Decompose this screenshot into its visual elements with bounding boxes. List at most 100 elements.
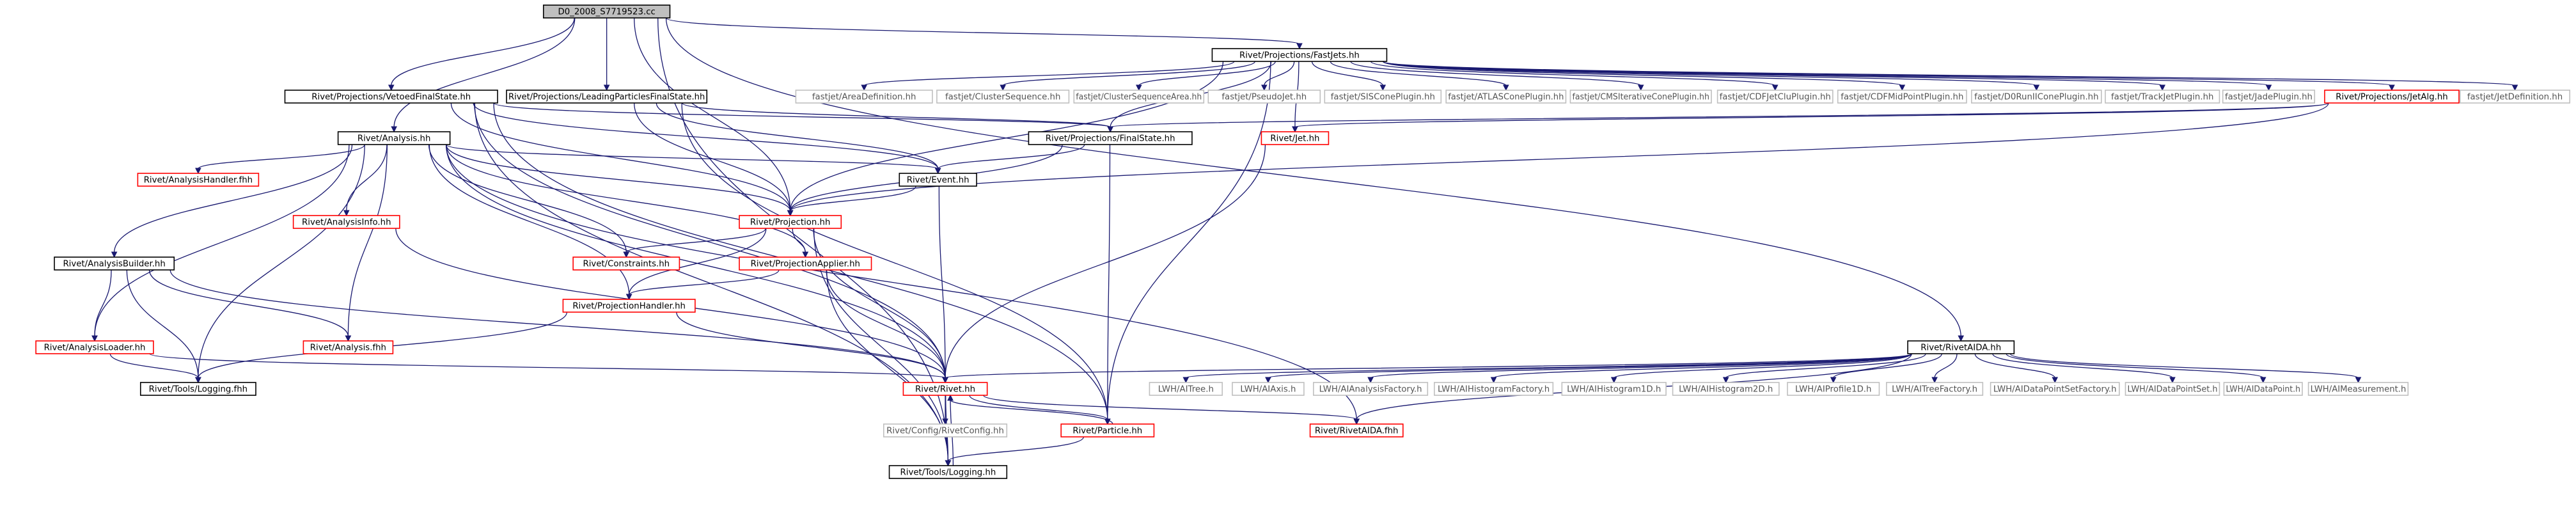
edge-vetoed-to-event (473, 102, 941, 175)
node-lwhprof[interactable]: LWH/AIProfile1D.h (1787, 382, 1880, 396)
edge-projection-to-rivet (813, 228, 948, 384)
node-rivetaidafhh[interactable]: Rivet/RivetAIDA.fhh (1309, 423, 1404, 437)
node-label: LWH/AIDataPointSetFactory.h (1993, 385, 2117, 395)
node-d0run2[interactable]: fastjet/D0RunIIConePlugin.hh (1971, 90, 2102, 104)
edge-rivet-to-rivetconfig (942, 395, 948, 425)
node-lwhaxis[interactable]: LWH/AIAxis.h (1232, 382, 1305, 396)
node-rivetaida[interactable]: Rivet/RivetAIDA.hh (1907, 340, 2015, 354)
edge-analysis-to-anahandler (195, 144, 365, 175)
node-label: LWH/AIProfile1D.h (1795, 385, 1872, 395)
node-box (1261, 131, 1330, 145)
edge-analysis-to-anabuilder (111, 144, 353, 258)
node-vetoed[interactable]: Rivet/Projections/VetoedFinalState.hh (284, 90, 498, 104)
node-clseq[interactable]: fastjet/ClusterSequence.hh (936, 90, 1070, 104)
edge-root-to-projection (634, 17, 794, 217)
node-label: Rivet/AnalysisBuilder.hh (63, 260, 165, 269)
node-jetalg[interactable]: Rivet/Projections/JetAlg.hh (2324, 90, 2460, 104)
node-jetdef[interactable]: fastjet/JetDefinition.hh (2459, 90, 2571, 104)
node-leading[interactable]: Rivet/Projections/LeadingParticlesFinalS… (506, 90, 708, 104)
node-analoader[interactable]: Rivet/AnalysisLoader.hh (35, 340, 154, 354)
node-jade[interactable]: fastjet/JadePlugin.hh (2222, 90, 2316, 104)
edge-rivetaida-to-lwhtreefac (1931, 353, 1958, 384)
node-lwhh1d[interactable]: LWH/AIHistogram1D.h (1561, 382, 1667, 396)
edge-anabuilder-to-anafhh (148, 269, 352, 342)
node-label: LWH/AIDataPoint.h (2226, 385, 2300, 395)
node-label: fastjet/CDFMidPointPlugin.hh (1841, 93, 1963, 102)
node-clseqarea[interactable]: fastjet/ClusterSequenceArea.hh (1073, 90, 1205, 104)
edge-rivetaida-to-lwhmeas (2009, 353, 2362, 384)
node-cmsiter[interactable]: fastjet/CMSIterativeConePlugin.hh (1569, 90, 1712, 104)
node-areadef[interactable]: fastjet/AreaDefinition.hh (795, 90, 933, 104)
edge-rivetaida-to-lwhdp (2006, 353, 2266, 384)
node-siscone[interactable]: fastjet/SISConePlugin.hh (1324, 90, 1442, 104)
node-lwhdps[interactable]: LWH/AIDataPointSet.h (2124, 382, 2220, 396)
node-label: Rivet/ProjectionApplier.hh (751, 260, 860, 269)
edge-fastjets-to-cdfmid (1382, 61, 1906, 91)
edge-root-to-fastjets (665, 17, 1303, 50)
node-finalstate[interactable]: Rivet/Projections/FinalState.hh (1028, 131, 1193, 145)
node-label: Rivet/Config/RivetConfig.hh (886, 427, 1004, 436)
node-box (2223, 382, 2303, 396)
node-label: LWH/AITreeFactory.h (1892, 385, 1977, 395)
node-box (1445, 90, 1567, 104)
node-box (1309, 423, 1404, 437)
node-constraints[interactable]: Rivet/Constraints.hh (572, 256, 680, 271)
edge-fastjets-to-siscone (1311, 61, 1386, 91)
node-projhandler[interactable]: Rivet/ProjectionHandler.hh (562, 299, 696, 313)
node-rivetconfig[interactable]: Rivet/Config/RivetConfig.hh (883, 423, 1008, 437)
node-box (2124, 382, 2220, 396)
node-lwhanafac[interactable]: LWH/AIAnalysisFactory.h (1313, 382, 1429, 396)
edge-analoader-to-toolslogfhh (109, 353, 201, 384)
node-box (337, 131, 451, 145)
node-lwhdp[interactable]: LWH/AIDataPoint.h (2223, 382, 2303, 396)
node-label: Rivet/Jet.hh (1270, 134, 1319, 144)
edge-rivetaida-to-lwhhistfac (1490, 353, 1912, 384)
node-rivet[interactable]: Rivet/Rivet.hh (902, 382, 988, 396)
node-toolslog[interactable]: Rivet/Tools/Logging.hh (888, 465, 1008, 479)
node-cdfmid[interactable]: fastjet/CDFMidPointPlugin.hh (1837, 90, 1967, 104)
node-jet[interactable]: Rivet/Jet.hh (1261, 131, 1330, 145)
node-anahandler[interactable]: Rivet/AnalysisHandler.fhh (137, 173, 260, 187)
node-box (902, 382, 988, 396)
node-label: fastjet/SISConePlugin.hh (1331, 93, 1435, 102)
edge-analysis-to-projapplier (445, 144, 809, 258)
node-label: Rivet/Projection.hh (750, 218, 831, 228)
edge-root-to-vetoed (388, 17, 575, 91)
node-pseudojet[interactable]: fastjet/PseudoJet.hh (1207, 90, 1321, 104)
node-lwhh2d[interactable]: LWH/AIHistogram2D.h (1672, 382, 1780, 396)
edges-layer (91, 17, 2518, 467)
node-trackjet[interactable]: fastjet/TrackJetPlugin.hh (2105, 90, 2220, 104)
node-projection[interactable]: Rivet/Projection.hh (739, 215, 842, 229)
node-anabuilder[interactable]: Rivet/AnalysisBuilder.hh (54, 256, 175, 271)
node-lwhmeas[interactable]: LWH/AIMeasurement.h (2307, 382, 2409, 396)
node-box (137, 173, 260, 187)
node-anainfo[interactable]: Rivet/AnalysisInfo.hh (292, 215, 400, 229)
node-atlascone[interactable]: fastjet/ATLASConePlugin.hh (1445, 90, 1567, 104)
edge-leading-to-finalstate (682, 102, 1113, 133)
node-toolslogfhh[interactable]: Rivet/Tools/Logging.fhh (139, 382, 256, 396)
node-label: Rivet/Projections/FastJets.hh (1239, 51, 1360, 61)
edge-projection-to-projapplier (792, 228, 809, 258)
node-box (1207, 90, 1321, 104)
node-analysis[interactable]: Rivet/Analysis.hh (337, 131, 451, 145)
node-label: Rivet/RivetAIDA.hh (1920, 343, 2001, 353)
node-anafhh[interactable]: Rivet/Analysis.fhh (302, 340, 394, 354)
node-label: LWH/AIAxis.h (1240, 385, 1296, 395)
node-box (1907, 340, 2015, 354)
node-lwhhistfac[interactable]: LWH/AIHistogramFactory.h (1434, 382, 1554, 396)
node-cdfclu[interactable]: fastjet/CDFJetCluPlugin.hh (1716, 90, 1834, 104)
node-lwhtree[interactable]: LWH/AITree.h (1149, 382, 1223, 396)
node-root[interactable]: D0_2008_S7719523.cc (542, 4, 671, 19)
node-particle[interactable]: Rivet/Particle.hh (1060, 423, 1155, 437)
node-box (2222, 90, 2316, 104)
node-box (506, 90, 708, 104)
node-event[interactable]: Rivet/Event.hh (899, 173, 977, 187)
edge-event-to-projection (787, 185, 916, 217)
node-box (1569, 90, 1712, 104)
edge-analysis-to-anafhh (345, 144, 388, 342)
node-lwhdpsfac[interactable]: LWH/AIDataPointSetFactory.h (1990, 382, 2120, 396)
edge-anabuilder-to-analoader (91, 269, 112, 342)
node-fastjets[interactable]: Rivet/Projections/FastJets.hh (1211, 48, 1388, 62)
node-lwhtreefac[interactable]: LWH/AITreeFactory.h (1886, 382, 1984, 396)
node-projapplier[interactable]: Rivet/ProjectionApplier.hh (739, 256, 872, 271)
